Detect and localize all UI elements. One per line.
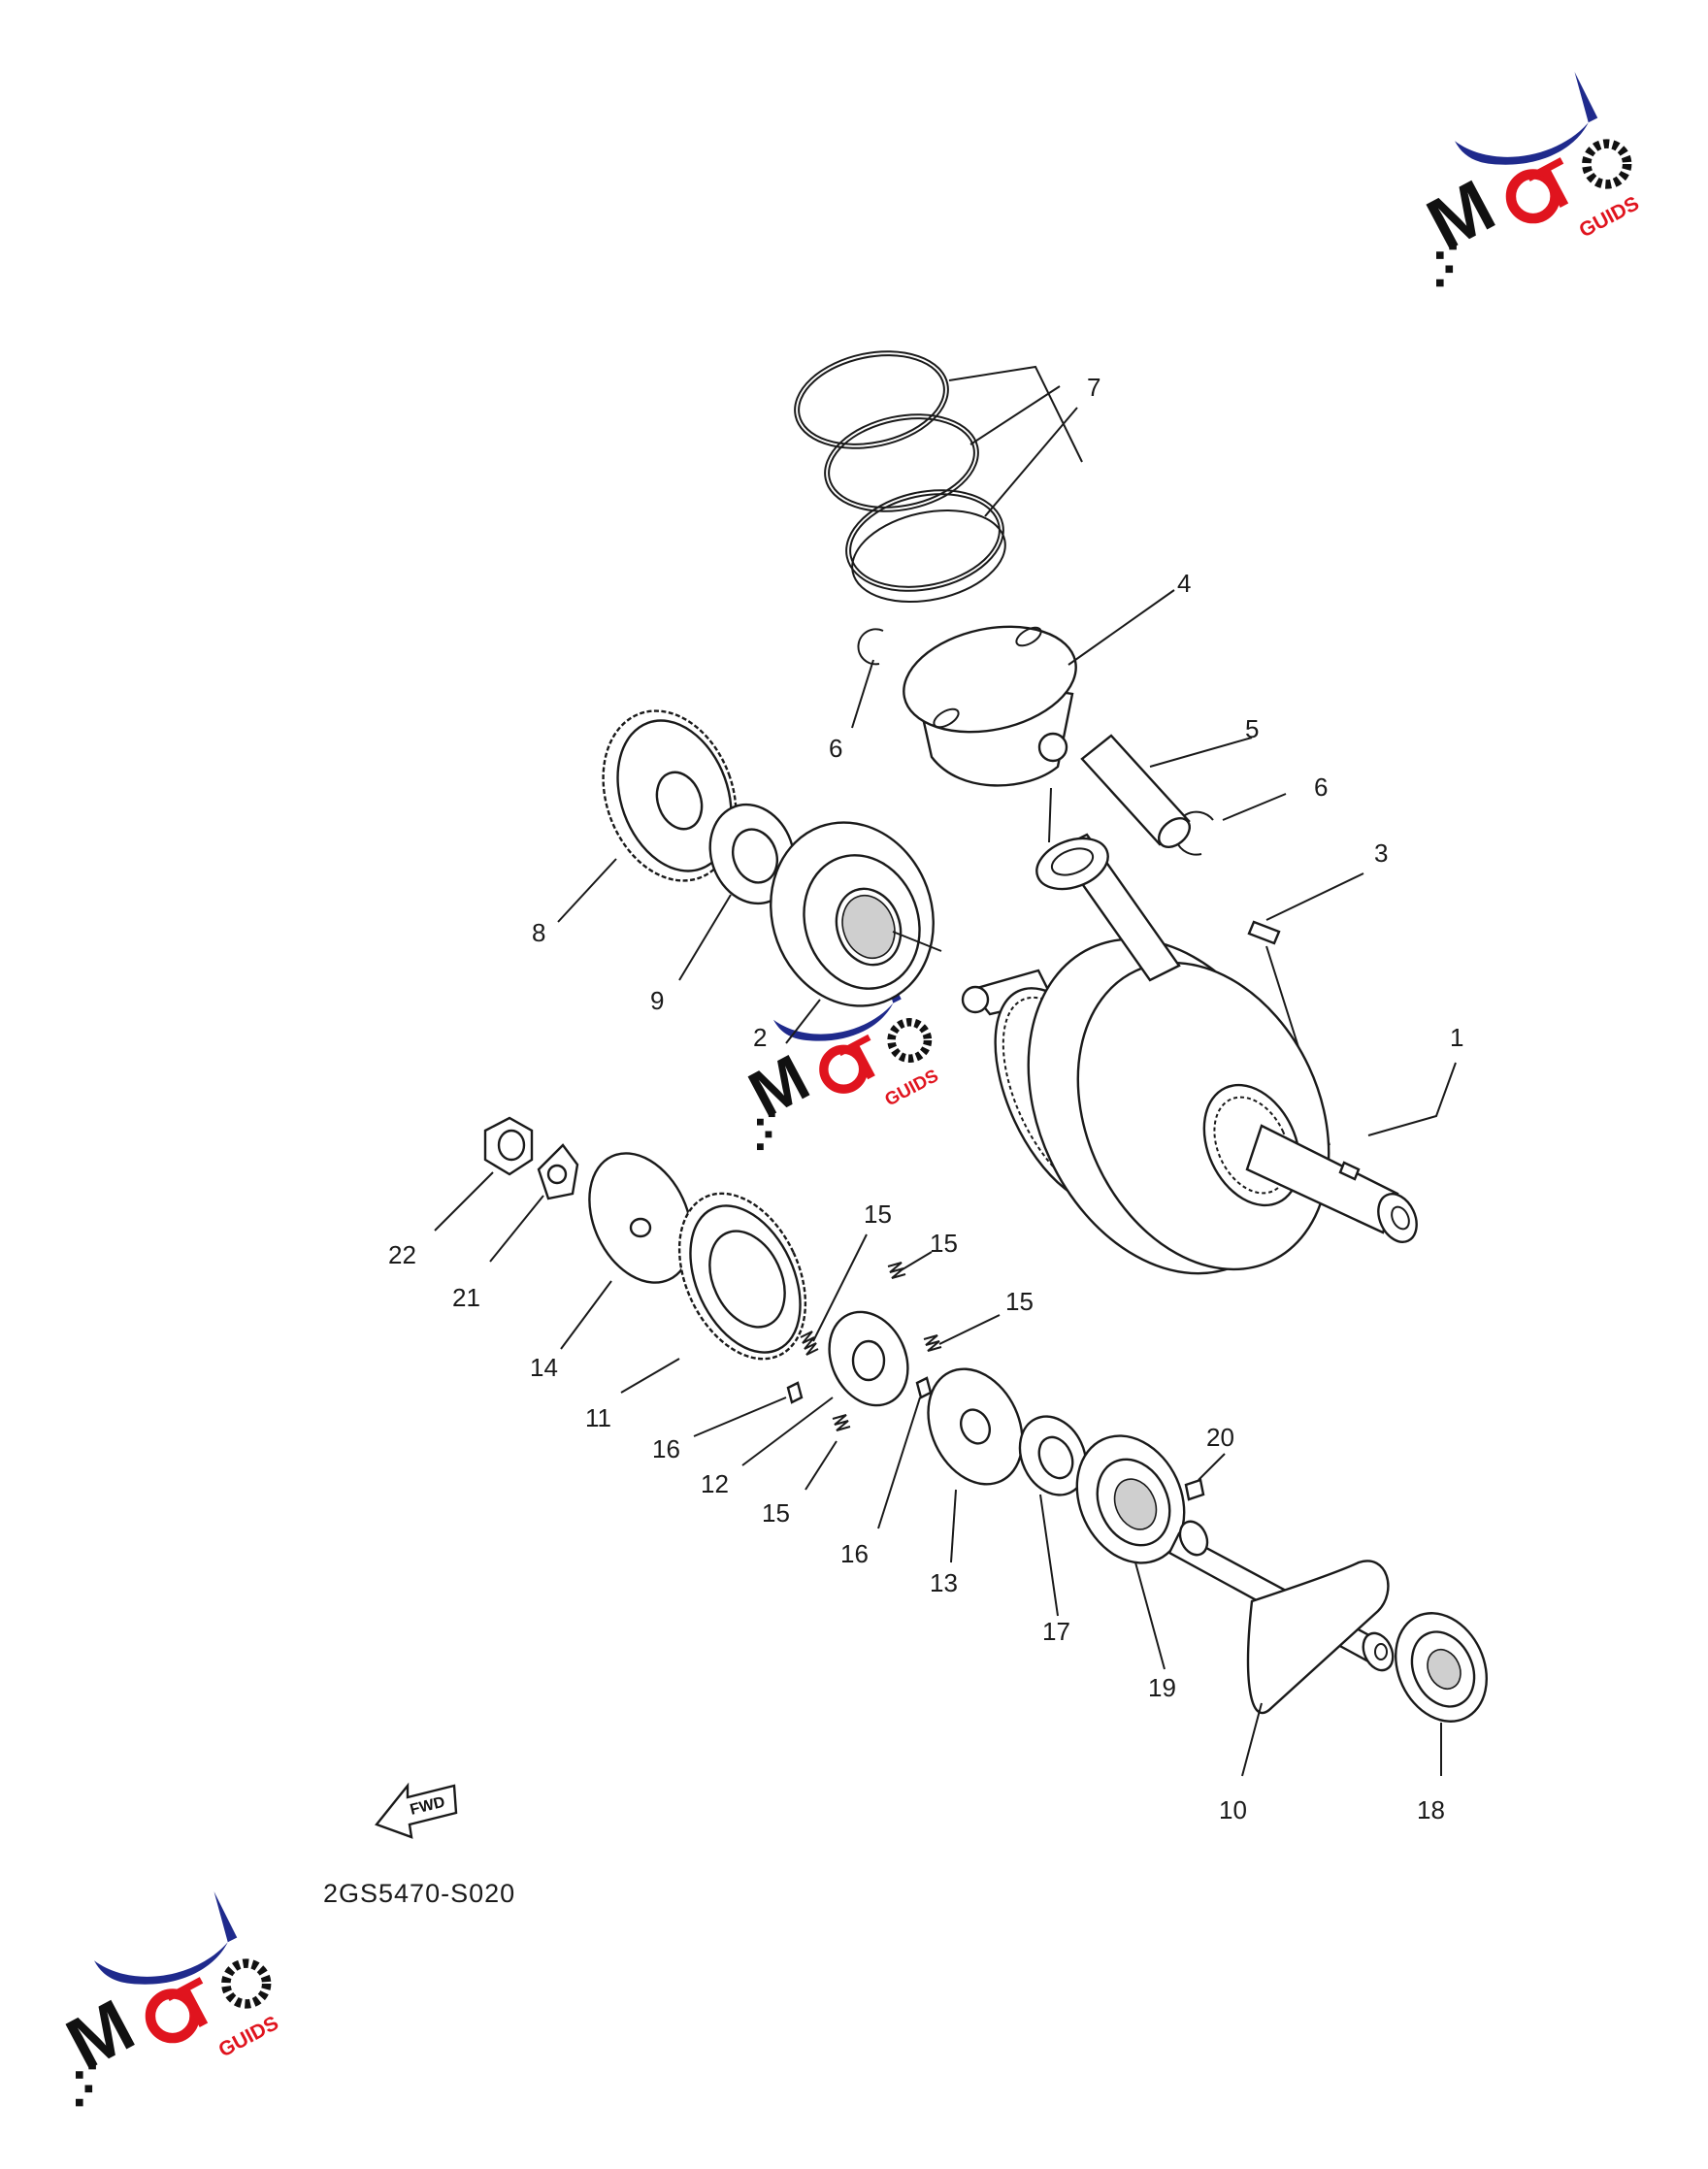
- callout-19: 19: [1148, 1673, 1176, 1702]
- crankshaft-assembly: [961, 833, 1418, 1275]
- callout-11: 11: [585, 1403, 611, 1432]
- balancer-shaft: [1167, 1520, 1395, 1715]
- fwd-arrow-icon: FWD: [375, 1782, 458, 1839]
- plate-washer: [588, 1152, 693, 1284]
- callout-16-a: 16: [652, 1434, 680, 1463]
- logo-suffix: GUIDS: [881, 1065, 941, 1109]
- callout-6-upper: 6: [829, 734, 842, 763]
- logo-suffix: GUIDS: [215, 2012, 282, 2061]
- callout-3: 3: [1374, 838, 1388, 868]
- piston-pin: [1080, 734, 1191, 848]
- primary-drive-gear: [602, 709, 738, 882]
- callout-2: 2: [753, 1023, 767, 1052]
- callout-22: 22: [388, 1240, 416, 1269]
- piston-rings: [794, 350, 1006, 604]
- callout-1: 1: [1450, 1023, 1463, 1052]
- callout-9: 9: [650, 986, 664, 1015]
- callout-20: 20: [1206, 1423, 1234, 1452]
- balancer-bearing-left: [1075, 1434, 1186, 1564]
- callout-15-d: 15: [762, 1498, 790, 1528]
- lock-washer: [537, 1143, 579, 1200]
- balancer-key: [1184, 1478, 1205, 1501]
- motoguids-logo-top-right: GUIDS: [1415, 72, 1643, 286]
- callout-18: 18: [1417, 1795, 1445, 1824]
- callout-6-lower: 6: [1314, 772, 1328, 802]
- damper-springs: [800, 1262, 942, 1431]
- callout-15-a: 15: [864, 1200, 892, 1229]
- main-bearing: [770, 821, 935, 1007]
- collar: [1018, 1415, 1088, 1496]
- balancer-bearing-right: [1394, 1612, 1489, 1723]
- callout-15-b: 15: [930, 1229, 958, 1258]
- diagram-code: 2GS5470-S020: [323, 1879, 515, 1908]
- thrust-washer: [927, 1367, 1024, 1486]
- callout-21: 21: [452, 1283, 480, 1312]
- piston: [903, 625, 1077, 787]
- woodruff-key: [1247, 920, 1281, 945]
- callout-10: 10: [1219, 1795, 1247, 1824]
- callout-14: 14: [530, 1353, 558, 1382]
- nut: [483, 1116, 534, 1176]
- damper-boss: [828, 1310, 909, 1407]
- callout-7: 7: [1087, 373, 1100, 402]
- callout-4: 4: [1177, 569, 1191, 598]
- callout-8: 8: [532, 918, 545, 947]
- callout-5: 5: [1245, 714, 1259, 743]
- motoguids-logo-bottom-left: GUIDS: [54, 1891, 282, 2106]
- circlip-upper: [857, 628, 884, 666]
- callout-16-b: 16: [840, 1539, 869, 1568]
- callout-13: 13: [930, 1568, 958, 1597]
- callout-17: 17: [1042, 1617, 1070, 1646]
- callout-12: 12: [701, 1469, 729, 1498]
- balancer-drive-gear: [677, 1192, 807, 1361]
- callout-15-c: 15: [1005, 1287, 1034, 1316]
- logo-suffix: GUIDS: [1576, 192, 1643, 242]
